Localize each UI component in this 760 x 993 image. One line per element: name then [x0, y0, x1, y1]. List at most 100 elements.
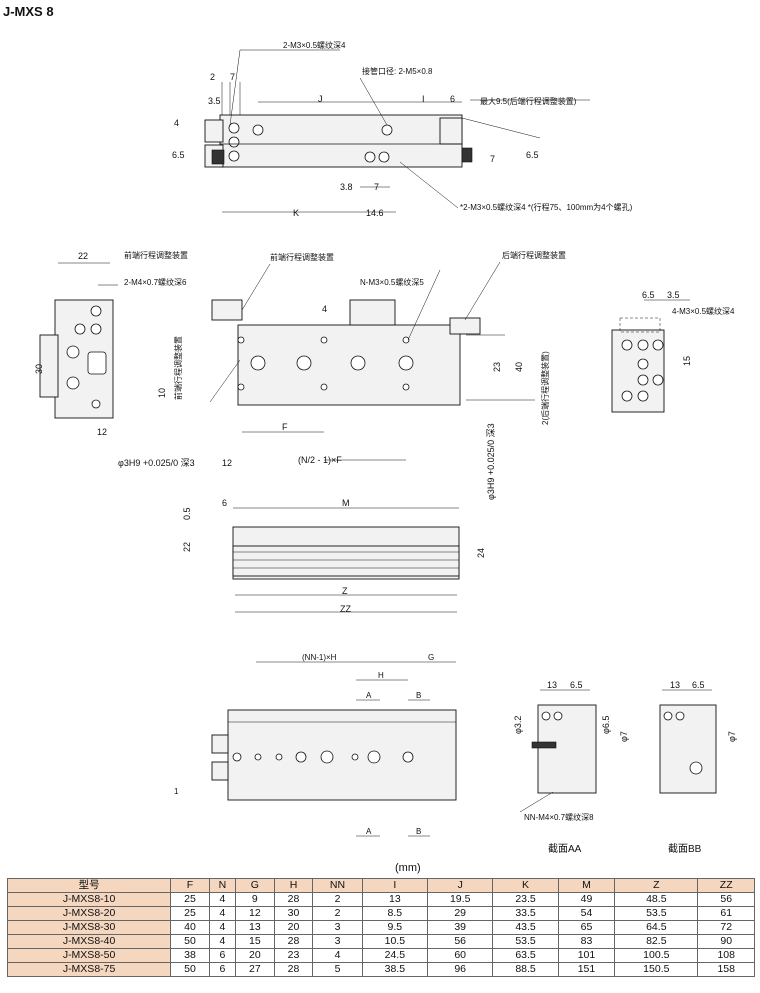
dim-B-bottom: B	[416, 827, 421, 836]
table-cell: 54	[557, 906, 616, 921]
table-header-cell: G	[235, 878, 275, 893]
table-cell: 3	[312, 934, 363, 949]
dim-6-5b: 6.5	[526, 150, 539, 160]
table-header-cell: N	[208, 878, 237, 893]
table-cell: 5	[312, 962, 363, 977]
model-cell: J-MXS8-40	[6, 934, 172, 949]
page-title: J-MXS 8	[3, 4, 54, 19]
table-header-cell: 型号	[6, 878, 172, 893]
table-cell: 49	[557, 892, 616, 907]
label-front-adjust-2: 前端行程调整装置	[270, 252, 334, 262]
table-cell: 27	[235, 962, 275, 977]
table-cell: 10.5	[361, 934, 429, 949]
top-view	[204, 49, 590, 213]
dim-2: 2	[210, 72, 215, 82]
table-cell: 61	[697, 906, 755, 921]
dim-7b: 7	[490, 154, 495, 164]
table-cell: 101	[557, 948, 616, 963]
dim-13-bb: 13	[670, 680, 680, 690]
table-cell: 56	[427, 934, 494, 949]
dim-0-5: 0.5	[182, 507, 192, 520]
table-cell: 23.5	[492, 892, 559, 907]
dim-22b: 22	[182, 542, 192, 552]
table-cell: 4	[208, 934, 237, 949]
table-cell: 53.5	[614, 906, 699, 921]
label-bottom-m3: *2-M3×0.5螺纹深4 *(行程75、100mm为4个螺孔)	[460, 202, 633, 212]
dim-ZZ: ZZ	[340, 604, 351, 614]
label-max-adjust: 最大9.5(后端行程调整装置)	[480, 96, 577, 106]
table-cell: 40	[170, 920, 210, 935]
table-cell: 100.5	[614, 948, 699, 963]
table-cell: 33.5	[492, 906, 559, 921]
table-cell: 13	[235, 920, 275, 935]
dim-1: 1	[174, 787, 179, 796]
table-header-cell: H	[273, 878, 314, 893]
dim-6-5: 6.5	[172, 150, 185, 160]
table-cell: 60	[427, 948, 494, 963]
table-header-cell: Z	[614, 878, 699, 893]
table-cell: 56	[697, 892, 755, 907]
table-cell: 90	[697, 934, 755, 949]
dim-F: F	[282, 422, 288, 432]
front-view-m	[232, 507, 460, 613]
label-rear-adjust-vert: 2(后端行程调整装置)	[540, 351, 550, 425]
table-cell: 83	[557, 934, 616, 949]
table-cell: 4	[208, 892, 237, 907]
dim-7c: 7	[374, 182, 379, 192]
table-cell: 25	[170, 906, 210, 921]
section-bb	[659, 689, 717, 794]
table-cell: 150.5	[614, 962, 699, 977]
dim-A-bottom: A	[366, 827, 372, 836]
table-cell: 63.5	[492, 948, 559, 963]
dim-Z: Z	[342, 586, 348, 596]
table-cell: 13	[361, 892, 429, 907]
dim-23: 23	[492, 362, 502, 372]
table-cell: 6	[208, 962, 237, 977]
dim-13-aa: 13	[547, 680, 557, 690]
label-rear-adjust: 后端行程调整装置	[502, 250, 566, 260]
table-header-cell: F	[170, 878, 210, 893]
bottom-view	[211, 661, 457, 837]
dim-3-8: 3.8	[340, 182, 353, 192]
label-section-aa: 截面AA	[548, 842, 582, 855]
dim-M: M	[342, 498, 350, 508]
label-nm3: N-M3×0.5螺纹深5	[360, 277, 424, 287]
unit-label: (mm)	[395, 862, 421, 874]
dim-12b: 12	[222, 458, 232, 468]
table-cell: 29	[427, 906, 494, 921]
dim-H: H	[378, 671, 384, 680]
table-header-cell: I	[361, 878, 429, 893]
table-cell: 3	[312, 920, 363, 935]
table-cell: 96	[427, 962, 494, 977]
table-header-cell: NN	[312, 878, 363, 893]
table-cell: 64.5	[614, 920, 699, 935]
model-cell: J-MXS8-50	[6, 948, 172, 963]
table-cell: 25	[170, 892, 210, 907]
dim-6-5-aa: 6.5	[570, 680, 583, 690]
label-nn-m4: NN-M4×0.7螺纹深8	[524, 812, 594, 822]
dim-phi7-aa: φ7	[619, 731, 629, 742]
table-cell: 6	[208, 948, 237, 963]
table-cell: 24.5	[361, 948, 429, 963]
table-cell: 48.5	[614, 892, 699, 907]
label-top-m3: 2-M3×0.5螺纹深4	[283, 40, 346, 50]
table-cell: 38	[170, 948, 210, 963]
model-cell: J-MXS8-30	[6, 920, 172, 935]
dim-A-top: A	[366, 691, 372, 700]
dim-12: 12	[97, 427, 107, 437]
dim-40: 40	[514, 362, 524, 372]
table-cell: 20	[273, 920, 314, 935]
table-header-cell: J	[427, 878, 494, 893]
end-view-right	[611, 299, 690, 413]
dim-22: 22	[78, 251, 88, 261]
dim-phi3-2: φ3.2	[513, 716, 523, 734]
dim-K: K	[293, 208, 299, 218]
label-front-adjust-1: 前端行程调整装置	[124, 250, 188, 260]
dim-6b: 6	[222, 498, 227, 508]
dim-15: 15	[682, 356, 692, 366]
